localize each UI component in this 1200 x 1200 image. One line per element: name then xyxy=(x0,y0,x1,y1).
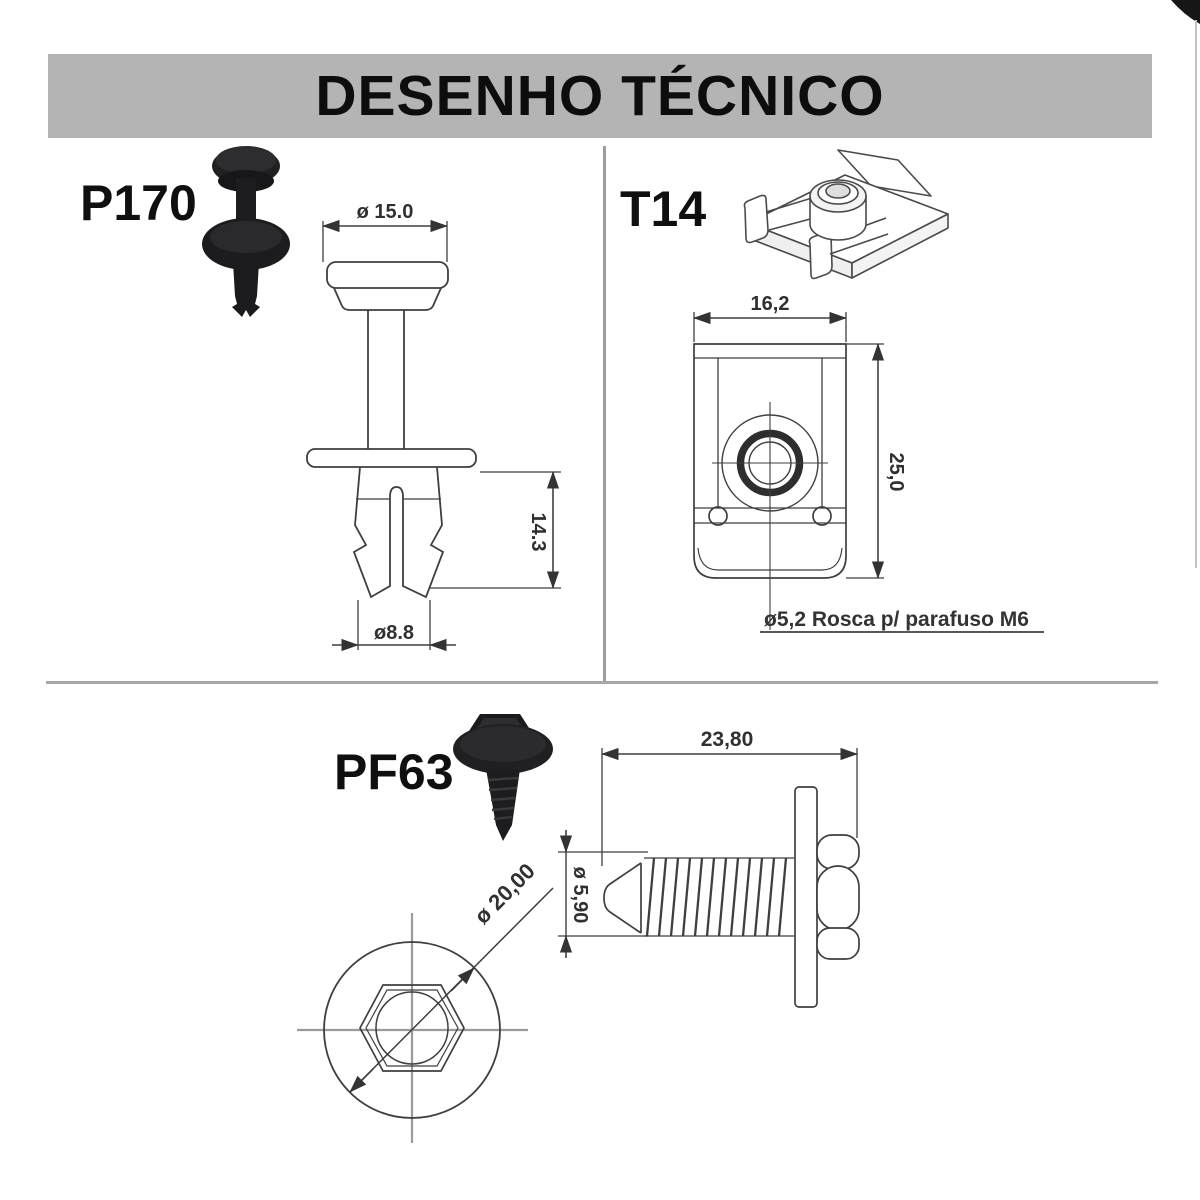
p170-leg-length-dimension xyxy=(430,471,561,589)
part-label-t14: T14 xyxy=(620,181,707,237)
t14-width-text: 16,2 xyxy=(751,293,790,315)
part-label-pf63: PF63 xyxy=(334,744,454,800)
p170-head-diameter-dimension xyxy=(322,219,448,262)
t14-photo xyxy=(743,149,949,280)
corner-wedge xyxy=(1171,0,1200,24)
pf63-top-view-outline xyxy=(297,887,554,1143)
pf63-photo xyxy=(453,714,553,841)
p170-photo xyxy=(202,146,290,317)
page-title: DESENHO TÉCNICO xyxy=(315,64,885,128)
pf63-length-text: 23,80 xyxy=(701,728,754,751)
p170-head-diameter-text: ø 15.0 xyxy=(357,201,414,223)
t14-top-view-outline xyxy=(693,343,847,630)
pf63-drawing: 23,80 ø 5,90 ø 20,00 xyxy=(297,728,860,1143)
t14-width-dimension xyxy=(693,311,847,342)
p170-shank-diameter-dimension xyxy=(332,600,456,652)
title-banner: DESENHO TÉCNICO xyxy=(48,54,1152,138)
p170-drawing: ø 15.0 14.3 ø8.8 xyxy=(306,201,561,652)
pf63-thread-diameter-text: ø 5,90 xyxy=(569,867,591,924)
right-edge-line xyxy=(1195,20,1197,568)
p170-leg-length-text: 14.3 xyxy=(527,513,549,552)
pf63-threads xyxy=(645,857,788,937)
pf63-side-view-outline xyxy=(603,786,860,1008)
vertical-divider xyxy=(603,146,606,682)
t14-drawing: 16,2 25,0 ø5,2 Rosca p/ parafuso M6 xyxy=(693,293,1044,633)
p170-side-view-outline xyxy=(306,261,477,599)
screw-photo-shape xyxy=(453,714,553,841)
pf63-washer-diameter-text: ø 20,00 xyxy=(469,858,539,928)
pf63-length-dimension xyxy=(601,747,858,866)
t14-iso-sketch xyxy=(743,149,949,280)
pf63-thread-diameter-dimension xyxy=(558,830,648,958)
horizontal-divider xyxy=(46,681,1158,684)
rivet-photo-shape xyxy=(202,146,290,317)
t14-height-text: 25,0 xyxy=(885,453,907,492)
t14-height-dimension xyxy=(846,343,885,579)
part-label-p170: P170 xyxy=(80,175,197,231)
p170-shank-diameter-text: ø8.8 xyxy=(374,622,414,644)
t14-thread-note-text: ø5,2 Rosca p/ parafuso M6 xyxy=(764,608,1029,631)
